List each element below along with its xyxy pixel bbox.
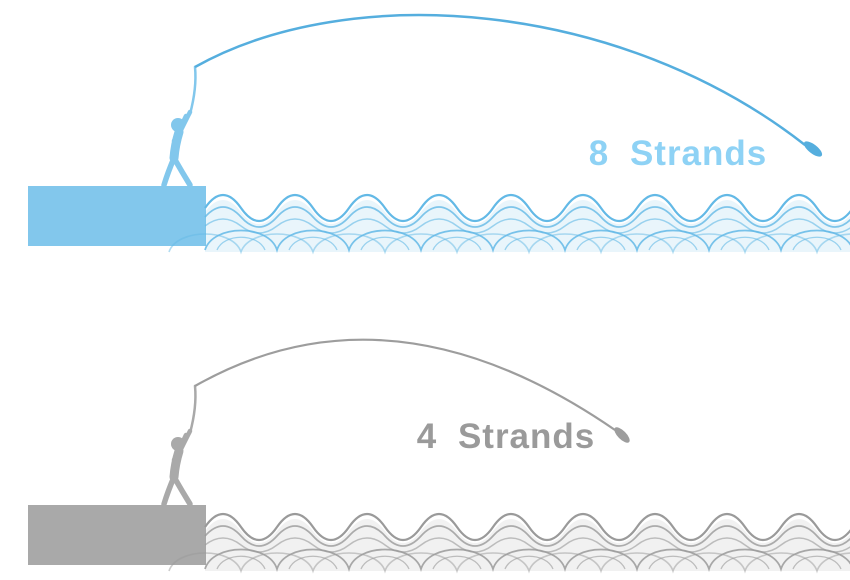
cast-line <box>194 13 806 146</box>
lure <box>803 141 823 157</box>
lure <box>614 427 630 443</box>
dock <box>28 505 206 565</box>
fisherman <box>164 386 195 504</box>
cast-line <box>194 338 616 431</box>
strands-label: 8 Strands <box>589 134 768 173</box>
fisherman <box>164 67 195 185</box>
waves <box>167 193 850 254</box>
panel-4-strands: 4 Strands <box>28 338 850 573</box>
strands-label: 4 Strands <box>417 417 596 456</box>
waves <box>167 512 850 573</box>
dock <box>28 186 206 246</box>
panel-8-strands: 8 Strands <box>28 13 850 254</box>
